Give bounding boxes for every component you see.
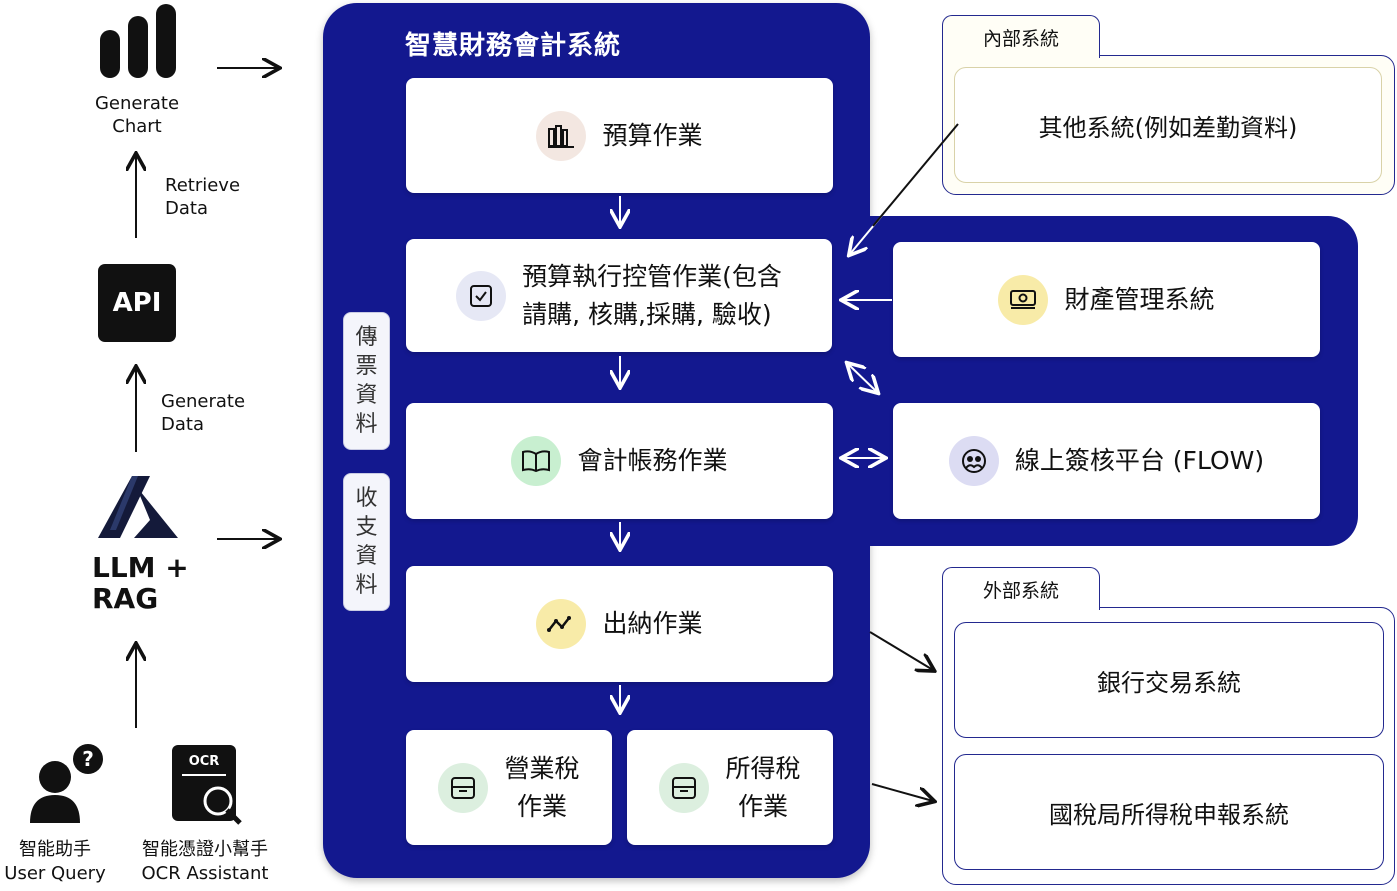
external-tab: 外部系統 — [942, 567, 1100, 610]
arrow-cashier-to-bank — [869, 631, 933, 670]
other-system-label: 其他系統(例如差勤資料) — [1038, 113, 1298, 142]
archive-tray-icon — [659, 762, 710, 813]
bank-system-label: 銀行交易系統 — [1097, 668, 1241, 697]
arrow-tax-to-bureau — [871, 783, 933, 801]
vtab-char: 支 — [355, 515, 378, 540]
vtab-char: 收 — [355, 486, 378, 511]
ocr-zh-label: 智能憑證小幫手 — [142, 839, 268, 860]
api-box: API — [98, 264, 176, 342]
business-tax-line1: 營業稅 — [504, 753, 580, 783]
bank-system-box[interactable]: 銀行交易系統 — [954, 622, 1384, 738]
business-tax-line2: 作業 — [516, 791, 567, 821]
azure-logo-icon — [98, 476, 178, 538]
arrow-other-to-control-dark — [872, 123, 959, 227]
budget-control-line2: 請購, 核購,採購, 驗收) — [522, 299, 772, 329]
income-tax-line2: 作業 — [737, 791, 788, 821]
users-icon — [948, 436, 999, 486]
income-tax-line1: 所得稅 — [725, 753, 801, 783]
budget-label: 預算作業 — [602, 120, 703, 150]
external-tab-label: 外部系統 — [982, 579, 1059, 602]
budget-control-card[interactable]: 預算執行控管作業(包含 請購, 核購,採購, 驗收) — [406, 239, 832, 352]
receipt-data-tab: 收 支 資 料 — [343, 473, 390, 611]
vtab-char: 資 — [355, 383, 378, 408]
property-system-card[interactable]: 財產管理系統 — [893, 242, 1320, 357]
books-icon — [536, 110, 587, 161]
open-book-icon — [511, 436, 562, 486]
income-tax-card[interactable]: 所得稅 作業 — [627, 730, 833, 845]
ocr-badge-text: OCR — [189, 754, 220, 769]
internal-tab: 內部系統 — [942, 15, 1100, 58]
accounting-label: 會計帳務作業 — [577, 446, 728, 475]
internal-tab-label: 內部系統 — [982, 27, 1059, 50]
vtab-char: 料 — [355, 412, 378, 437]
business-tax-card[interactable]: 營業稅 作業 — [406, 730, 612, 845]
api-label: API — [112, 288, 162, 318]
trend-line-icon — [536, 599, 587, 649]
flow-platform-card[interactable]: 線上簽核平台 (FLOW) — [893, 403, 1320, 519]
arrow-control-flow-bidir — [848, 364, 877, 392]
money-icon — [998, 274, 1049, 325]
tax-bureau-system-box[interactable]: 國稅局所得稅申報系統 — [954, 754, 1384, 870]
main-title: 智慧財務會計系統 — [405, 31, 622, 61]
user-query-en-label: User Query — [4, 863, 106, 884]
user-query-zh-label: 智能助手 — [19, 839, 91, 860]
property-system-label: 財產管理系統 — [1064, 284, 1215, 314]
voucher-data-tab: 傳 票 資 料 — [343, 312, 390, 450]
vtab-char: 票 — [355, 354, 378, 379]
archive-tray-icon — [438, 762, 489, 813]
cashier-card[interactable]: 出納作業 — [406, 566, 833, 682]
ocr-en-label: OCR Assistant — [141, 863, 269, 884]
budget-control-line1: 預算執行控管作業(包含 — [522, 261, 782, 291]
bar-chart-icon — [100, 4, 178, 78]
tax-bureau-system-label: 國稅局所得稅申報系統 — [1049, 800, 1289, 829]
generate-chart-label: Generate Chart — [94, 93, 180, 137]
vtab-char: 料 — [355, 573, 378, 598]
accounting-card[interactable]: 會計帳務作業 — [406, 403, 833, 519]
retrieve-data-label: Retrieve Data — [165, 175, 241, 219]
llm-rag-label: LLM + RAG — [92, 551, 189, 615]
vtab-char: 資 — [355, 544, 378, 569]
internal-folder: 內部系統 其他系統(例如差勤資料) — [942, 15, 1395, 195]
external-folder: 外部系統 銀行交易系統 國稅局所得稅申報系統 — [942, 567, 1395, 889]
flow-platform-label: 線上簽核平台 (FLOW) — [1014, 446, 1265, 475]
ocr-document-icon: OCR — [172, 745, 244, 825]
cashier-label: 出納作業 — [602, 609, 703, 638]
svg-text:?: ? — [82, 747, 94, 771]
checkbox-icon — [456, 270, 507, 321]
user-question-icon: ? — [28, 743, 104, 823]
other-system-box[interactable]: 其他系統(例如差勤資料) — [954, 67, 1382, 183]
generate-data-label: Generate Data — [161, 391, 246, 435]
budget-card[interactable]: 預算作業 — [406, 78, 833, 193]
vtab-char: 傳 — [355, 325, 378, 350]
